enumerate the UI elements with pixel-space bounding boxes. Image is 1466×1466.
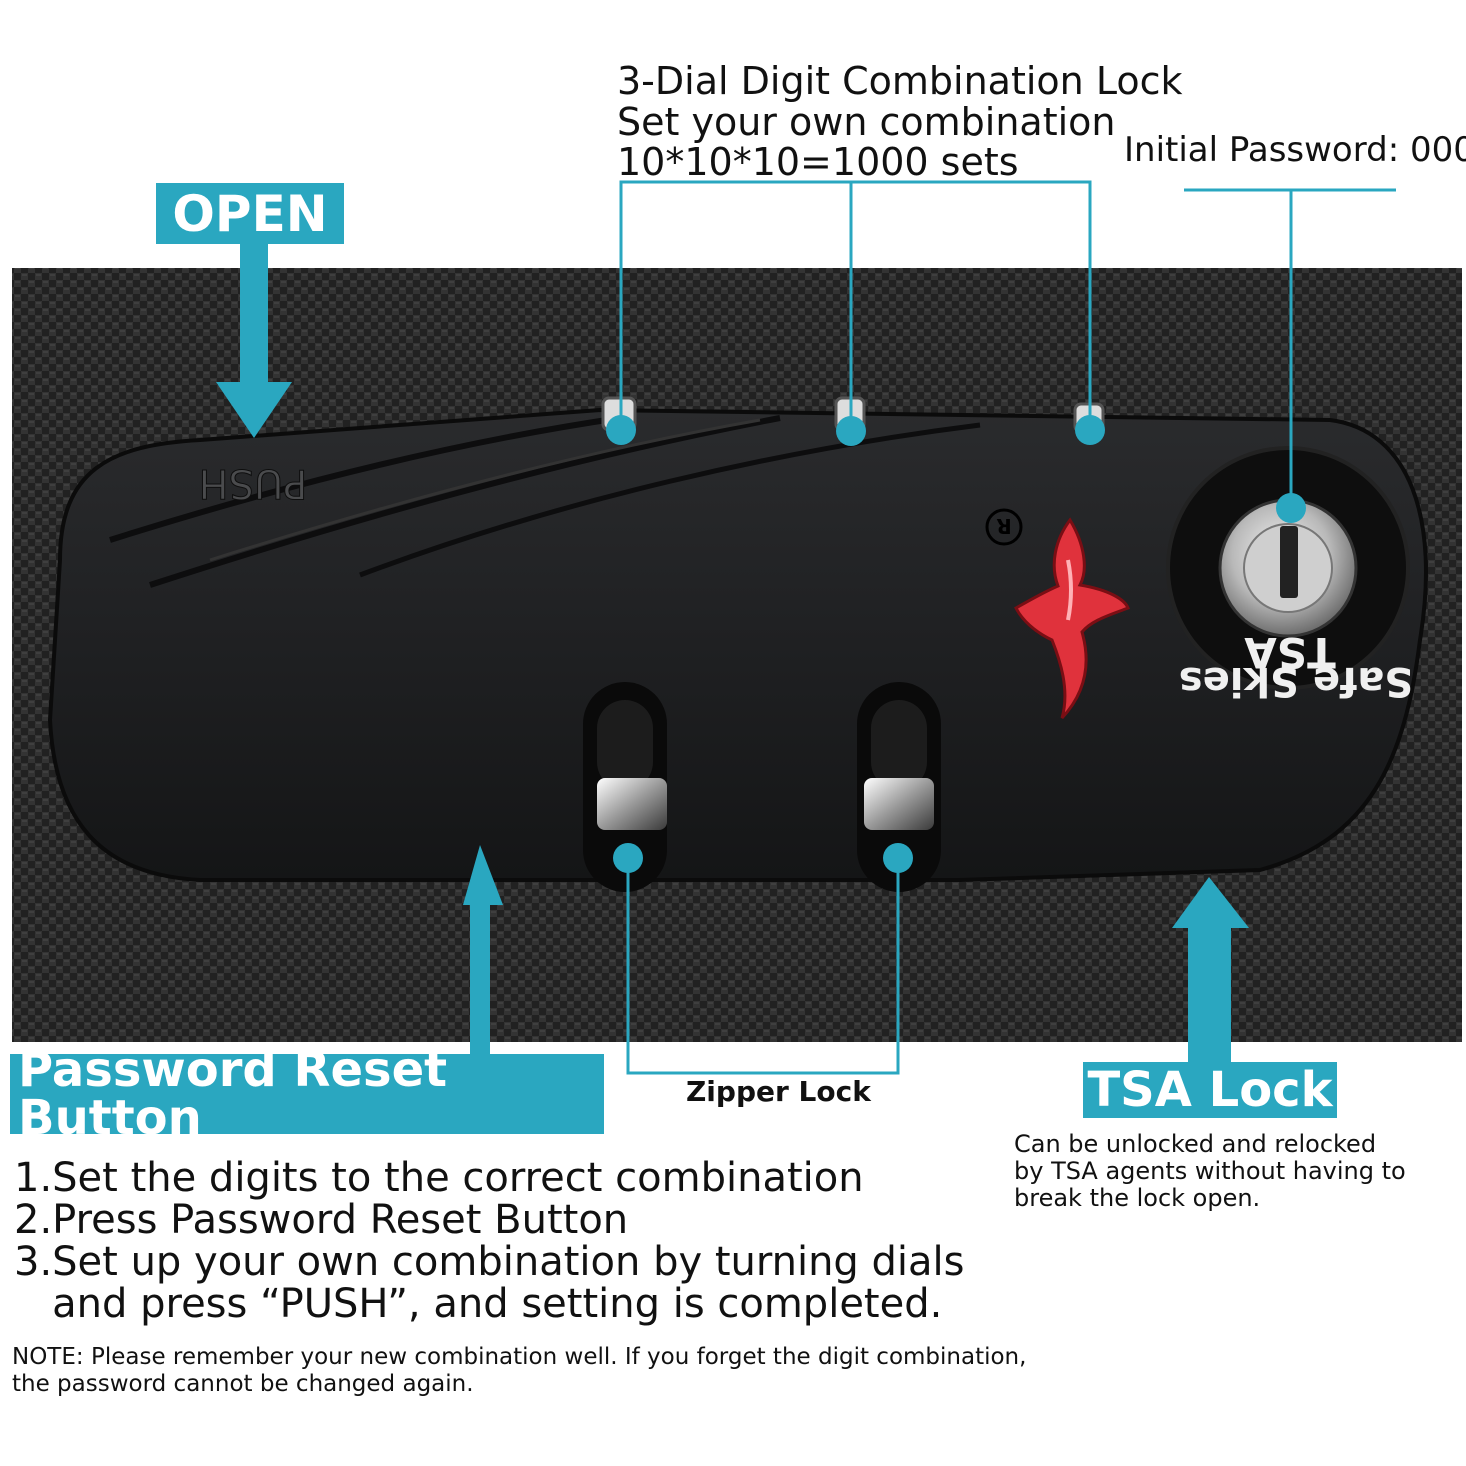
tsa-lock-label-text: TSA Lock <box>1087 1062 1333 1118</box>
tsa-desc-line-1: Can be unlocked and relocked <box>1014 1130 1377 1158</box>
step-2: 2.Press Password Reset Button <box>14 1197 629 1243</box>
lock-body: R Safe Skies TSA PUSH <box>47 396 1428 892</box>
zipper-lock-label: Zipper Lock <box>686 1075 871 1108</box>
push-embossed-text: PUSH <box>199 460 308 506</box>
password-reset-label-text: Password Reset Button <box>18 1042 448 1146</box>
zipper-slot-right <box>857 682 941 892</box>
zipper-right-marker <box>883 843 913 873</box>
open-label: OPEN <box>156 183 344 244</box>
initial-password-label: Initial Password: 000 <box>1124 130 1466 170</box>
open-label-text: OPEN <box>172 184 328 243</box>
combination-line-3: 10*10*10=1000 sets <box>617 140 1019 184</box>
zipper-left-marker <box>613 843 643 873</box>
marker-dots <box>606 415 1306 873</box>
password-reset-label: Password Reset Button <box>10 1046 604 1142</box>
safe-skies-text: Safe Skies <box>1179 658 1413 704</box>
dial-2-marker <box>836 416 866 446</box>
step-3-continued: and press “PUSH”, and setting is complet… <box>14 1281 943 1327</box>
step-1: 1.Set the digits to the correct combinat… <box>14 1155 864 1201</box>
tsa-desc-line-3: break the lock open. <box>1014 1184 1261 1212</box>
zipper-slot-left <box>583 682 667 892</box>
open-down-arrow <box>216 240 292 438</box>
arrows <box>216 240 1249 1062</box>
note-line-1: NOTE: Please remember your new combinati… <box>12 1344 1027 1370</box>
combination-title: 3-Dial Digit Combination Lock <box>617 59 1183 103</box>
registered-letter: R <box>996 514 1011 538</box>
dial-1-marker <box>606 415 636 445</box>
dial-3-marker <box>1075 415 1105 445</box>
registered-mark: R <box>985 508 1023 546</box>
reset-up-arrow <box>463 845 503 1054</box>
note-line-2: the password cannot be changed again. <box>12 1371 474 1397</box>
tsa-desc-line-2: by TSA agents without having to <box>1014 1157 1406 1185</box>
tsa-up-arrow <box>1172 877 1249 1062</box>
tsa-key-cylinder: Safe Skies TSA <box>1166 446 1413 704</box>
combination-line-2: Set your own combination <box>617 100 1116 144</box>
tsa-ring-text: TSA <box>1244 628 1336 677</box>
keyhole-marker <box>1276 493 1306 523</box>
step-3: 3.Set up your own combination by turning… <box>14 1239 965 1285</box>
tsa-red-logo <box>1014 517 1130 720</box>
tsa-lock-label: TSA Lock <box>1083 1062 1337 1118</box>
